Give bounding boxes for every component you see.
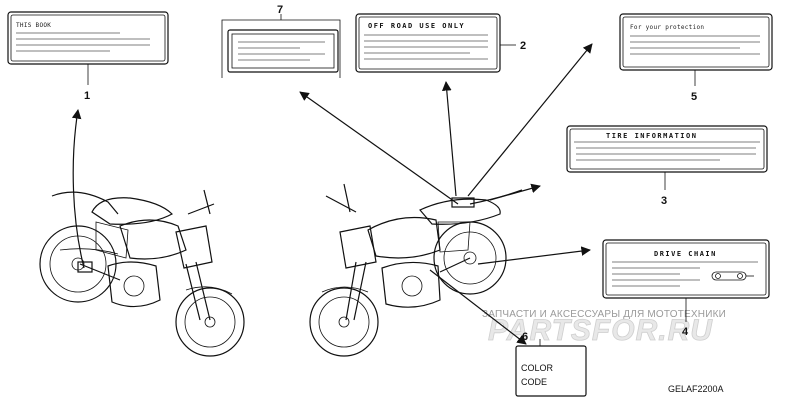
chain-adjuster-icon	[711, 271, 754, 281]
label-2-text: OFF ROAD USE ONLY	[368, 22, 465, 30]
callout-5: 5	[691, 91, 697, 103]
label-2-target	[451, 197, 475, 208]
label-1-this-book[interactable]: THIS BOOK	[7, 11, 169, 65]
callout-1: 1	[84, 90, 90, 102]
callout-2: 2	[520, 40, 526, 52]
watermark: PARTSFOR.RU ЗАПЧАСТИ И АКСЕССУАРЫ ДЛЯ МО…	[482, 309, 726, 347]
label-4-text: DRIVE CHAIN	[654, 250, 717, 258]
callout-7: 7	[277, 4, 283, 16]
label-3-tire-info[interactable]: TIRE INFORMATION	[566, 125, 768, 173]
motorcycle-left-illustration	[39, 189, 245, 357]
label-3-text: TIRE INFORMATION	[606, 132, 697, 140]
label-6-line1: COLOR	[521, 363, 554, 373]
watermark-text: ЗАПЧАСТИ И АКСЕССУАРЫ ДЛЯ МОТОТЕХНИКИ	[482, 309, 726, 320]
callout-4: 4	[682, 326, 689, 338]
label-7[interactable]	[227, 29, 339, 73]
label-5-environment[interactable]: For your protection	[619, 13, 773, 71]
label-1-target	[77, 261, 93, 273]
label-1-text: THIS BOOK	[16, 22, 51, 29]
label-4-drive-chain[interactable]: DRIVE CHAIN	[602, 239, 770, 299]
callout-3: 3	[661, 195, 667, 207]
label-2-off-road[interactable]: OFF ROAD USE ONLY	[355, 13, 501, 73]
bracket-7	[221, 19, 341, 78]
motorcycle-right-illustration	[309, 183, 523, 357]
label-5-text: For your protection	[630, 24, 704, 31]
diagram-code: GELAF2200A	[668, 384, 724, 394]
label-6-line2: CODE	[521, 377, 547, 387]
label-6-color-code[interactable]: COLOR CODE	[515, 345, 587, 397]
pointer-arrows	[71, 43, 593, 345]
